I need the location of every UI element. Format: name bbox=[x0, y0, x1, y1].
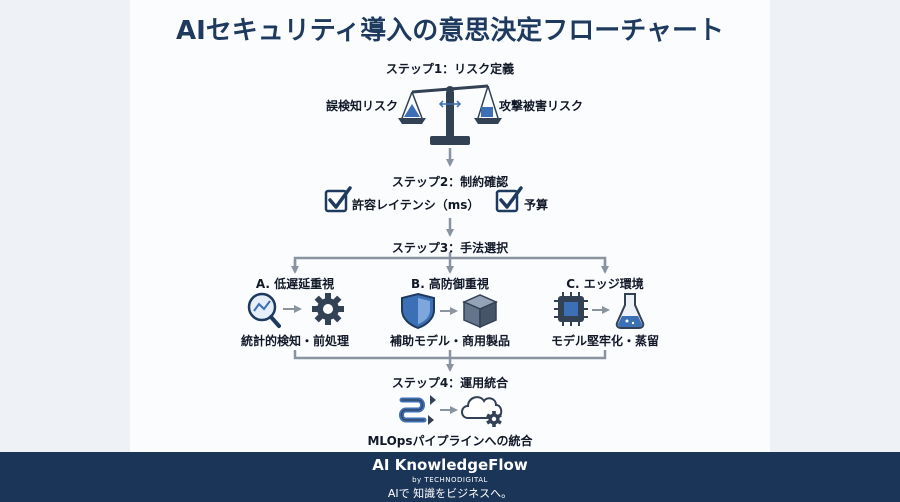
step3-label: ステップ3：手法選択 bbox=[391, 241, 509, 255]
method-a-desc: 統計的検知・前処理 bbox=[240, 334, 349, 348]
pipeline-icon bbox=[399, 395, 436, 425]
latency-label: 許容レイテンシ（ms） bbox=[352, 198, 480, 212]
risk-right-label: 攻撃被害リスク bbox=[498, 99, 583, 113]
method-c-desc: モデル堅牢化・蒸留 bbox=[550, 334, 659, 348]
branch-connector bbox=[291, 252, 609, 274]
balance-scale-icon bbox=[398, 84, 502, 145]
box-icon bbox=[462, 294, 498, 329]
cloud-gear-icon bbox=[461, 396, 503, 427]
flask-icon bbox=[615, 293, 645, 329]
method-b-title: B. 高防御重視 bbox=[411, 277, 489, 291]
left-backdrop bbox=[0, 0, 130, 452]
budget-check-icon bbox=[495, 186, 523, 213]
method-a-title: A. 低遅延重視 bbox=[255, 277, 335, 291]
page-title: AIセキュリティ導入の意思決定フローチャート bbox=[176, 16, 724, 46]
chart-magnifier-icon bbox=[247, 292, 281, 328]
budget-label: 予算 bbox=[524, 198, 549, 212]
method-b-desc: 補助モデル・商用製品 bbox=[389, 334, 510, 348]
footer-brand: AI KnowledgeFlow bbox=[372, 456, 528, 474]
right-backdrop bbox=[770, 0, 900, 452]
integration-desc: MLOpsパイプラインへの統合 bbox=[367, 434, 533, 448]
latency-check-icon bbox=[324, 186, 352, 213]
gear-icon bbox=[312, 293, 344, 325]
footer-by: by TECHNODIGITAL bbox=[412, 476, 488, 484]
block-weight-icon bbox=[481, 107, 493, 117]
risk-left-label: 誤検知リスク bbox=[325, 99, 398, 113]
method-c-title: C. エッジ環境 bbox=[566, 277, 644, 291]
step4-label: ステップ4：運用統合 bbox=[391, 376, 509, 390]
chip-icon bbox=[554, 292, 588, 326]
footer-tagline: AIで 知識をビジネスへ。 bbox=[387, 487, 513, 500]
triangle-weight-icon bbox=[404, 104, 420, 117]
flowchart-graphics bbox=[247, 84, 645, 427]
shield-icon bbox=[401, 292, 435, 330]
swap-arrows-icon bbox=[438, 100, 462, 108]
merge-connector bbox=[293, 350, 607, 372]
step1-label: ステップ1：リスク定義 bbox=[385, 62, 515, 76]
footer-bar: AI KnowledgeFlow by TECHNODIGITAL AIで 知識… bbox=[0, 452, 900, 502]
step2-label: ステップ2：制約確認 bbox=[391, 175, 509, 189]
